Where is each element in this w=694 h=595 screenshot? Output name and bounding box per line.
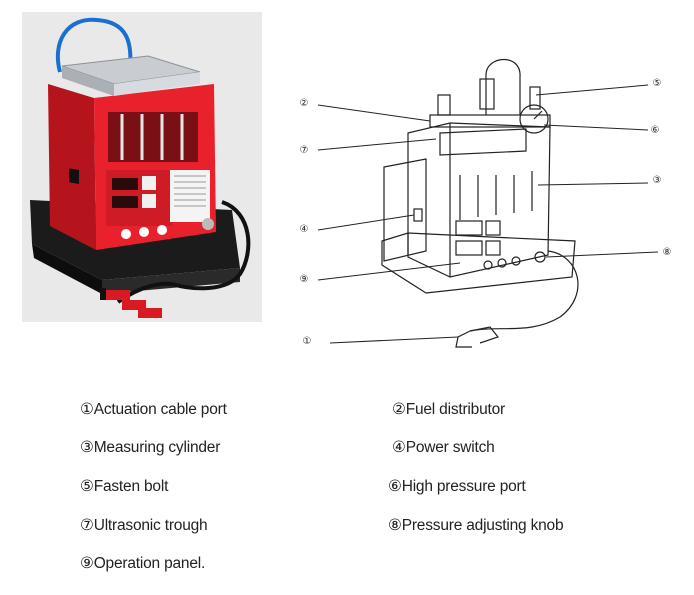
callout-6: ⑥ bbox=[648, 124, 662, 138]
callout-1: ① bbox=[300, 335, 314, 349]
parts-legend: ①Actuation cable port ②Fuel distributor … bbox=[80, 396, 680, 586]
machine-line-drawing bbox=[290, 55, 685, 360]
legend-item-measuring-cylinder: ③Measuring cylinder bbox=[80, 438, 220, 457]
legend-item-fuel-distributor: ②Fuel distributor bbox=[392, 400, 505, 419]
callout-2: ② bbox=[297, 97, 311, 111]
callout-9: ⑨ bbox=[297, 273, 311, 287]
callout-5: ⑤ bbox=[650, 77, 664, 91]
callout-4: ④ bbox=[297, 223, 311, 237]
legend-item-actuation-cable-port: ①Actuation cable port bbox=[80, 400, 227, 419]
callout-7: ⑦ bbox=[297, 144, 311, 158]
legend-item-fasten-bolt: ⑤Fasten bolt bbox=[80, 477, 168, 496]
legend-item-pressure-adjusting-knob: ⑧Pressure adjusting knob bbox=[388, 516, 563, 535]
callout-8: ⑧ bbox=[660, 246, 674, 260]
legend-item-high-pressure-port: ⑥High pressure port bbox=[388, 477, 526, 496]
legend-item-power-switch: ④Power switch bbox=[392, 438, 495, 457]
legend-item-operation-panel: ⑨Operation panel. bbox=[80, 554, 205, 573]
machine-photo bbox=[22, 12, 262, 322]
legend-item-ultrasonic-trough: ⑦Ultrasonic trough bbox=[80, 516, 207, 535]
callout-3: ③ bbox=[650, 174, 664, 188]
